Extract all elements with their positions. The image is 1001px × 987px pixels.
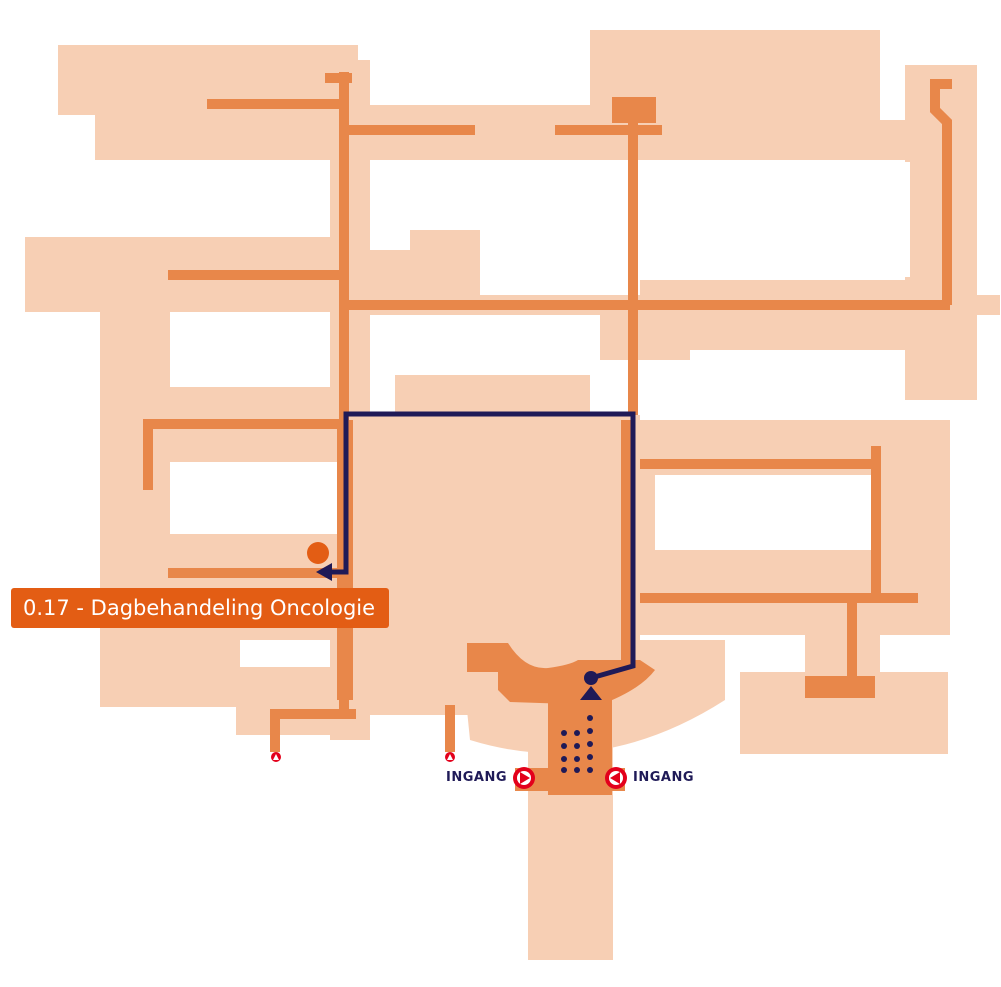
entrance-label-right: INGANG [633, 770, 694, 785]
destination-dot-icon [307, 542, 329, 564]
courtyards [170, 160, 910, 667]
corridor-blocks [467, 97, 875, 795]
entrance-arrow-right-icon [513, 767, 535, 789]
route-up-arrow-icon [580, 686, 602, 700]
route-path [330, 411, 636, 681]
route-start-icon [584, 671, 598, 685]
small-entrance-triangle-icon [445, 752, 455, 762]
small-entrance-triangle-icon [271, 752, 281, 762]
route-arrow-icon [316, 563, 332, 581]
entrance-arrow-left-icon [605, 767, 627, 789]
destination-label: 0.17 - Dagbehandeling Oncologie [11, 588, 390, 628]
entrance-label-left: INGANG [446, 770, 507, 785]
route-dots [561, 715, 593, 773]
route [316, 411, 636, 773]
